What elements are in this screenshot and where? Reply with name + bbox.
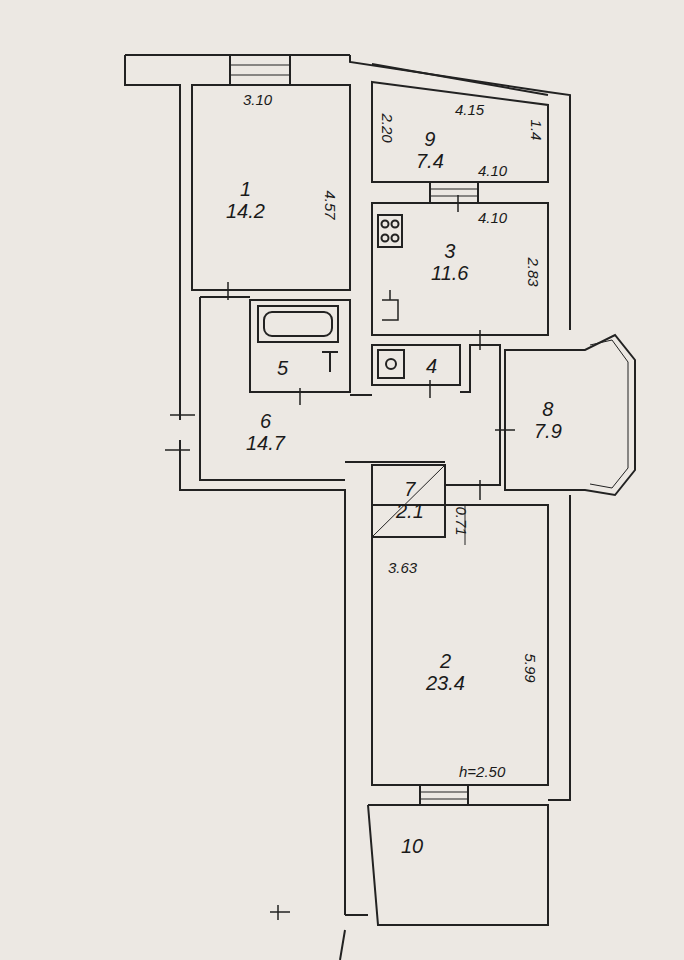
room-number: 1 [240, 178, 251, 200]
dimension-label: 4.10 [478, 210, 507, 226]
dimension-label: 2.20 [379, 113, 395, 142]
dimension-label: 3.63 [388, 560, 417, 576]
room-number: 6 [260, 410, 271, 432]
dimension-label: 3.10 [243, 92, 272, 108]
room-area: 223.4 [426, 650, 465, 694]
room-area: 87.9 [534, 398, 562, 442]
room-area: 311.6 [431, 240, 468, 284]
room-area: 72.1 [396, 478, 424, 522]
room-area-value: 23.4 [426, 672, 465, 694]
room-area: 4 [426, 355, 437, 377]
room-area-value: 7.4 [416, 150, 444, 172]
room-number: 4 [426, 355, 437, 377]
dimension-label: 0.71 [453, 506, 469, 535]
dimension-label: 4.15 [455, 102, 484, 118]
dimension-label: 4.10 [478, 163, 507, 179]
room-area: 114.2 [226, 178, 265, 222]
dimension-label: 5.99 [522, 653, 538, 682]
room-area: 97.4 [416, 128, 444, 172]
dimension-label: h=2.50 [459, 764, 505, 780]
room-number: 3 [444, 240, 455, 262]
room-area-value: 14.2 [226, 200, 265, 222]
room-area: 10 [401, 835, 423, 857]
dimension-label: 2.83 [525, 257, 541, 286]
room-number: 10 [401, 835, 423, 857]
room-area-value: 2.1 [396, 500, 424, 522]
room-number: 7 [404, 478, 415, 500]
room-number: 2 [440, 650, 451, 672]
room-number: 8 [542, 398, 553, 420]
room-number: 9 [424, 128, 435, 150]
room-area: 614.7 [246, 410, 285, 454]
dimension-label: 4.57 [322, 190, 338, 219]
room-area-value: 11.6 [431, 262, 468, 284]
room-area: 5 [277, 357, 288, 379]
dimension-label: 1.4 [528, 120, 544, 141]
room-number: 5 [277, 357, 288, 379]
room-area-value: 7.9 [534, 420, 562, 442]
room-area-value: 14.7 [246, 432, 285, 454]
